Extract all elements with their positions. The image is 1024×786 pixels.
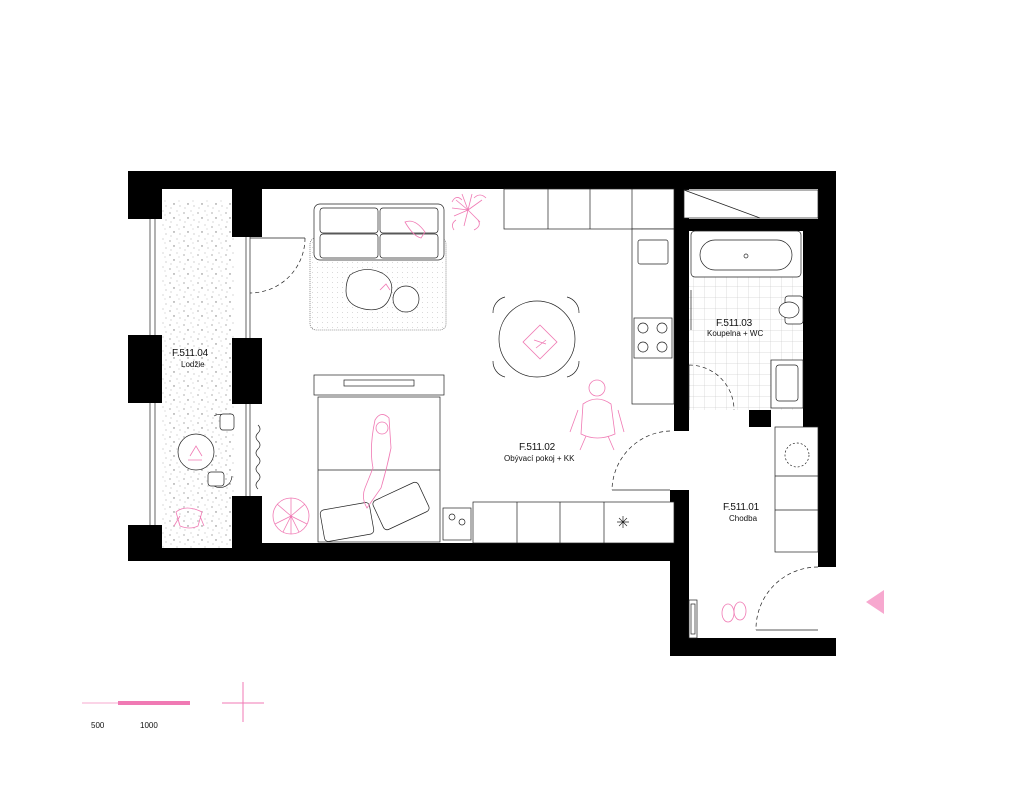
bathroom-fixtures xyxy=(683,189,819,409)
dining-set xyxy=(492,296,580,378)
room-name-loggia: Lodžie xyxy=(181,360,205,369)
room-name-bathroom: Koupelna + WC xyxy=(707,329,763,338)
windows xyxy=(149,219,251,525)
walls xyxy=(128,171,836,656)
pink-person-bed xyxy=(363,414,392,509)
entrance-arrow-icon xyxy=(866,590,884,614)
side-table xyxy=(392,285,420,313)
bed xyxy=(313,374,445,543)
room-id-corridor: F.511.01 xyxy=(723,502,760,513)
curtain xyxy=(255,424,261,490)
room-id-loggia: F.511.04 xyxy=(172,348,209,359)
kitchen-counter xyxy=(442,188,675,544)
pink-items xyxy=(173,220,747,623)
room-name-living: Obývací pokoj + KK xyxy=(504,454,575,463)
room-id-bathroom: F.511.03 xyxy=(716,318,753,329)
room-name-corridor: Chodba xyxy=(729,514,758,523)
scale-label-1000: 1000 xyxy=(140,721,158,730)
doors xyxy=(249,237,819,631)
coffee-table xyxy=(345,269,393,311)
loggia-floor xyxy=(162,200,234,548)
scale-label-500: 500 xyxy=(91,721,105,730)
pink-plant-top xyxy=(451,193,487,231)
room-id-living: F.511.02 xyxy=(519,442,556,453)
pink-person-chair xyxy=(569,379,625,451)
corridor-furniture xyxy=(688,426,819,639)
orientation-cross-icon xyxy=(222,682,264,722)
pink-plant-bottom xyxy=(272,497,310,535)
sofa xyxy=(313,203,445,261)
loggia-furniture xyxy=(177,413,235,488)
